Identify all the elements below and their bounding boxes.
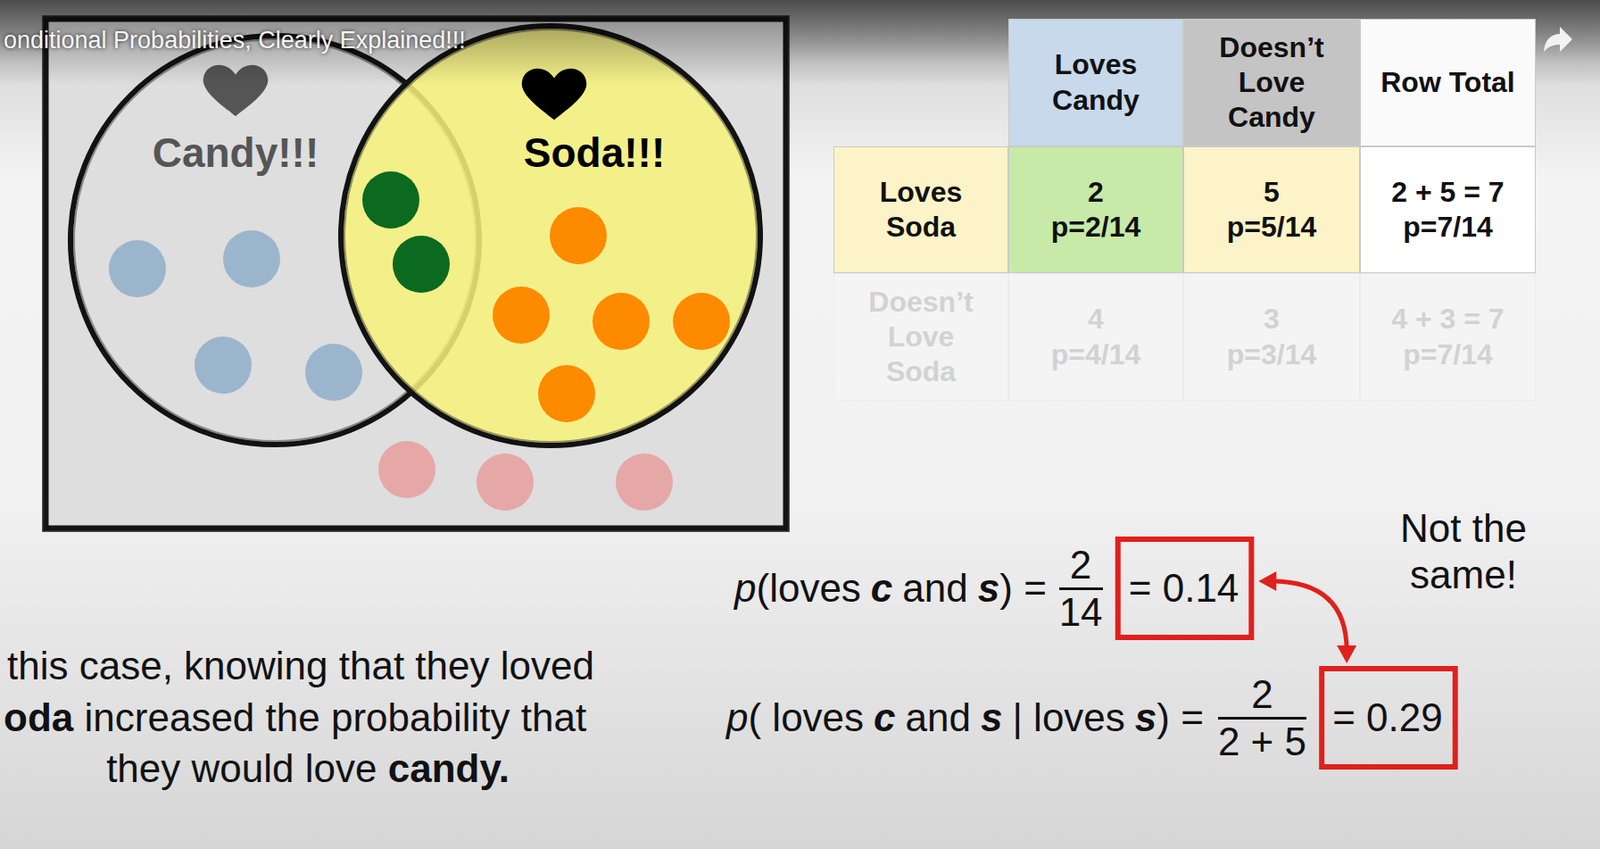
formula: p(lovescands) =214= 0.14 — [734, 542, 1239, 635]
orange-dot — [492, 286, 550, 344]
formula-text: ) = — [1156, 694, 1204, 741]
fraction-denominator: 14 — [1059, 589, 1103, 635]
table-cell: Row Total — [1359, 18, 1536, 147]
venn-frame-sketch — [42, 16, 789, 531]
formula-text: and — [905, 694, 971, 741]
formula-text: c — [870, 564, 893, 612]
table-cell: 2 + 5 = 7p=7/14 — [1359, 146, 1536, 274]
circle-label: Soda!!! — [523, 129, 665, 176]
table-cell-text: p=7/14 — [1402, 337, 1493, 373]
red-curved-arrow — [1270, 580, 1347, 651]
formula-text: c — [873, 694, 896, 741]
formula-text: = 0.29 — [1332, 694, 1443, 741]
title-bar: onditional Probabilities, Clearly Explai… — [3, 25, 466, 55]
blue-dot — [194, 336, 252, 394]
orange-dot — [672, 292, 730, 350]
table-cell: 4p=4/14 — [1008, 273, 1184, 401]
note: Not the same! — [1365, 505, 1562, 598]
explanation-text: oda — [3, 694, 74, 741]
table-cell-text: p=3/14 — [1226, 337, 1318, 373]
explanation-line: odaincreased the probability that — [3, 694, 587, 741]
circle-border — [340, 25, 761, 446]
share-icon — [1543, 26, 1573, 52]
explanation-text: this case, knowing that they loved — [7, 642, 595, 689]
fraction-numerator: 2 — [1069, 542, 1092, 588]
table-cell: 5p=5/14 — [1183, 146, 1360, 274]
table-cell-text: Doesn’t Love Candy — [1204, 30, 1339, 135]
formula: p( lovescands| lovess) =22 + 5= 0.29 — [726, 671, 1443, 764]
venn-frame — [45, 18, 787, 529]
formula-text: s — [980, 694, 1003, 741]
green-dot — [362, 171, 420, 229]
circle-fill — [340, 25, 761, 446]
table-cell-text: 4 + 3 = 7 — [1391, 301, 1504, 337]
green-dot — [392, 235, 450, 293]
table-cell-text: p=4/14 — [1051, 337, 1142, 373]
orange-dot — [592, 292, 650, 350]
blue-dot — [108, 240, 166, 298]
fraction-bar — [1218, 716, 1307, 720]
fraction-numerator: 2 — [1251, 671, 1273, 717]
table-cell-text: Doesn’t Love Soda — [853, 284, 988, 390]
pink-dot — [615, 453, 673, 511]
highlight-box — [1118, 538, 1252, 638]
formula-text: | loves — [1011, 694, 1125, 741]
table-cell: 2p=2/14 — [1008, 146, 1184, 274]
formula-text: ( loves — [747, 694, 864, 741]
formula-text: (loves — [755, 564, 861, 612]
table-cell: Loves Soda — [833, 146, 1009, 274]
table-cell-text: Loves Candy — [1028, 47, 1163, 117]
note-text: Not the same! — [1365, 505, 1562, 598]
arrow-head — [1258, 571, 1277, 591]
fraction-denominator: 2 + 5 — [1218, 719, 1307, 764]
table-cell-text: 4 — [1087, 301, 1104, 337]
table-cell-text: p=5/14 — [1226, 209, 1318, 245]
pink-dot — [378, 440, 436, 498]
formula-text: s — [978, 564, 1000, 612]
table-cell-text: p=7/14 — [1402, 209, 1493, 245]
explanation-text: increased the probability that — [84, 694, 588, 741]
explanation-line: they would lovecandy. — [106, 745, 510, 792]
formula-text: s — [1135, 694, 1157, 741]
table-cell: Doesn’t Love Candy — [1183, 18, 1360, 147]
circle-sketch — [344, 29, 757, 442]
formula-text: and — [902, 564, 968, 612]
circle-label: Candy!!! — [152, 129, 320, 176]
blue-dot — [305, 343, 363, 401]
formula-text: ) = — [999, 564, 1047, 612]
table-cell-text: 2 — [1087, 174, 1104, 210]
table-cell-text: 5 — [1263, 174, 1280, 210]
orange-dot — [549, 207, 607, 265]
formula-text: = 0.14 — [1128, 564, 1240, 612]
table-cell-text: Row Total — [1380, 65, 1516, 100]
blue-dot — [223, 230, 281, 288]
table-cell-text: 2 + 5 = 7 — [1391, 174, 1504, 210]
arrow-head — [1336, 645, 1357, 664]
explanation-text: they would love — [106, 745, 377, 792]
orange-dot — [538, 364, 596, 423]
highlight-box — [1321, 668, 1456, 767]
table-cell-text: Loves Soda — [853, 174, 988, 245]
formula-text: p — [726, 694, 748, 741]
table-cell: 3p=3/14 — [1183, 273, 1360, 401]
table-cell: Doesn’t Love Soda — [833, 273, 1009, 401]
video-title: onditional Probabilities, Clearly Explai… — [3, 25, 466, 55]
fraction-bar — [1059, 587, 1103, 590]
table-cell-text: p=2/14 — [1051, 209, 1142, 245]
fraction: 22 + 5 — [1213, 671, 1311, 764]
pink-dot — [476, 453, 534, 511]
table-cell: 4 + 3 = 7p=7/14 — [1359, 273, 1536, 401]
formula-text: p — [734, 564, 756, 612]
fraction: 214 — [1054, 542, 1108, 635]
explanation-line: this case, knowing that they loved — [7, 642, 595, 689]
table-cell-text: 3 — [1263, 301, 1280, 337]
explanation-text: candy. — [388, 745, 510, 792]
table-cell: Loves Candy — [1008, 18, 1184, 147]
